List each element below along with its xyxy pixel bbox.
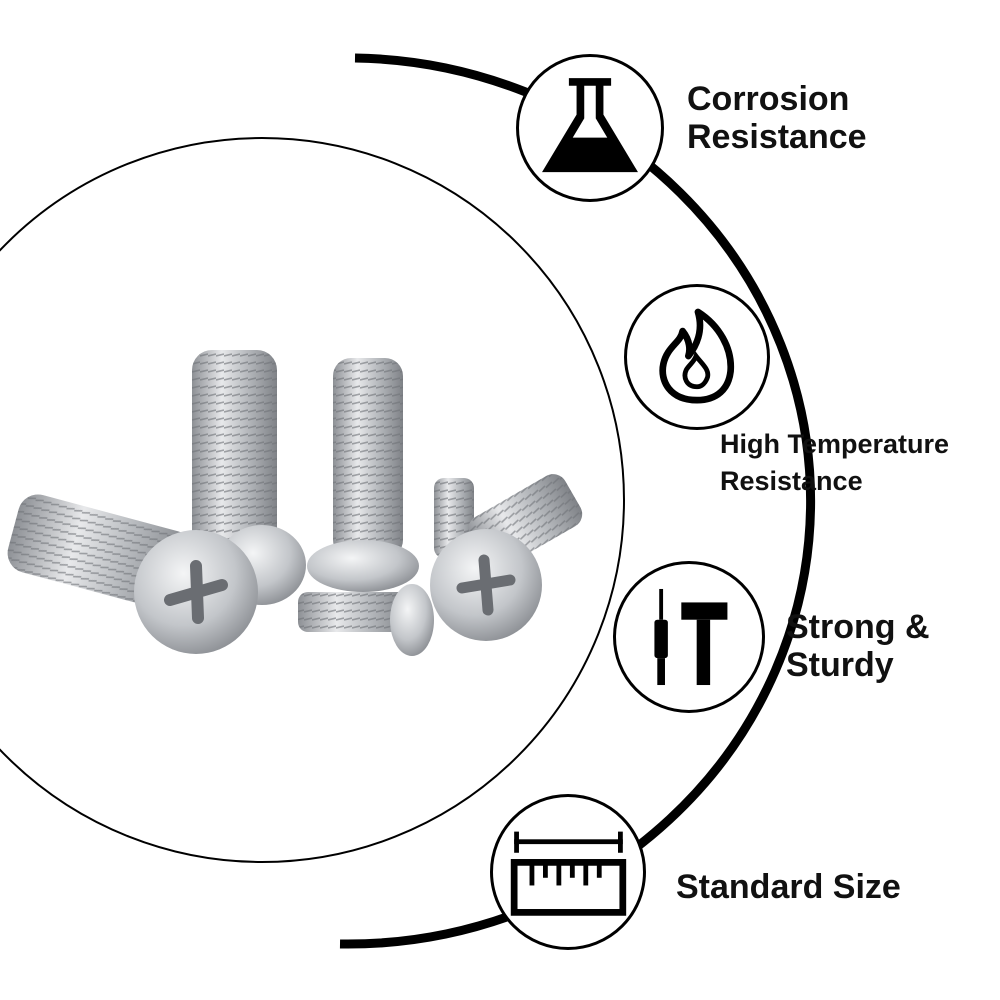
inner-circle bbox=[0, 137, 625, 863]
screws-photo bbox=[7, 350, 583, 656]
screwdriver-hammer-icon bbox=[613, 561, 765, 713]
feature-label-line: Standard Size bbox=[676, 868, 901, 906]
flame-icon bbox=[624, 284, 770, 430]
feature-label-line: Sturdy bbox=[786, 646, 894, 685]
feature-label-line: Corrosion bbox=[687, 80, 850, 118]
feature-label-line: Resistance bbox=[687, 118, 867, 157]
feature-strong-sturdy: Strong & Sturdy bbox=[786, 608, 930, 684]
feature-standard-size: Standard Size bbox=[676, 868, 901, 906]
feature-label-line: Strong & bbox=[786, 608, 930, 646]
feature-corrosion-resistance: Corrosion Resistance bbox=[687, 80, 867, 156]
feature-high-temperature: High Temperature Resistance bbox=[720, 426, 949, 501]
ruler-icon bbox=[490, 794, 646, 950]
flask-icon bbox=[516, 54, 664, 202]
feature-label-line: High Temperature bbox=[720, 429, 950, 459]
feature-label-line: Resistance bbox=[720, 466, 863, 497]
